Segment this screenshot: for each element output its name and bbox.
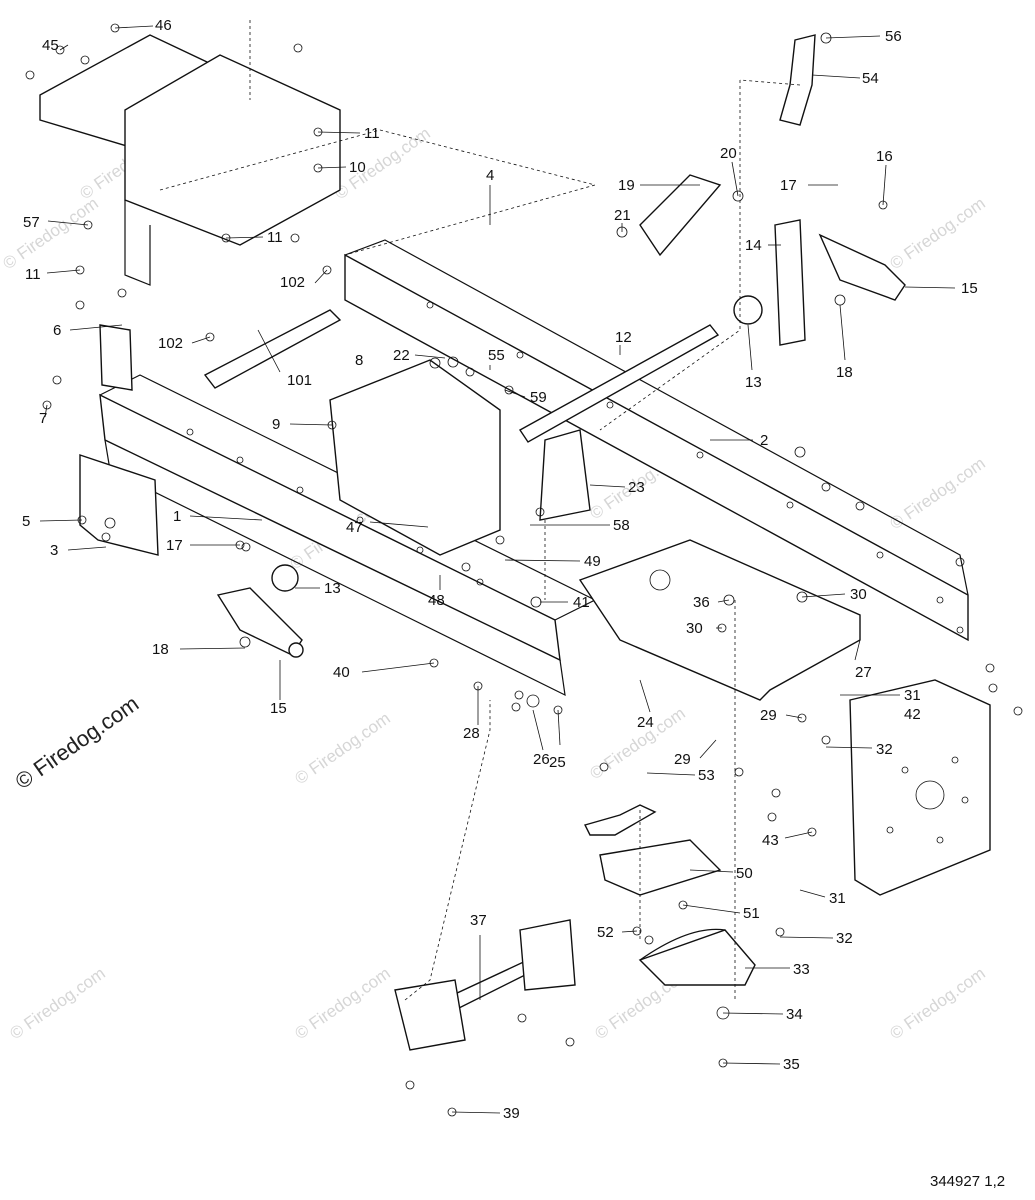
sector-gear (638, 929, 756, 986)
part-label: 41 (573, 594, 590, 611)
part-label: 49 (584, 553, 601, 570)
part-label: 31 (904, 687, 921, 704)
part-label: 27 (855, 664, 872, 681)
part-label: 15 (270, 700, 287, 717)
reference-number: 344927 1,2 (930, 1173, 1005, 1190)
part-label: 9 (272, 416, 280, 433)
part-label: 54 (862, 70, 879, 87)
part-label: 12 (615, 329, 632, 346)
part-label: 4 (486, 167, 494, 184)
rear-bracket (849, 679, 991, 896)
part-label: 47 (346, 519, 363, 536)
leader-lines (39, 20, 956, 1114)
part-label: 3 (50, 542, 58, 559)
part-label: 40 (333, 664, 350, 681)
part-label: 56 (885, 28, 902, 45)
part-label: 48 (428, 592, 445, 609)
part-label: 14 (745, 237, 762, 254)
part-label: 24 (637, 714, 654, 731)
part-label: 17 (166, 537, 183, 554)
part-label: 18 (152, 641, 169, 658)
part-label: 31 (829, 890, 846, 907)
watermark: © Firedog.com (886, 964, 988, 1044)
part-label: 29 (760, 707, 777, 724)
part-label: 23 (628, 479, 645, 496)
part-label: 51 (743, 905, 760, 922)
watermark: © Firedog.com (886, 194, 988, 274)
part-label: 5 (22, 513, 30, 530)
part-label: 11 (25, 266, 41, 283)
part-label: 30 (850, 586, 867, 603)
part-label: 101 (287, 372, 312, 389)
part-label: 43 (762, 832, 779, 849)
part-label: 2 (760, 432, 768, 449)
part-label: 25 (549, 754, 566, 771)
part-label: 29 (674, 751, 691, 768)
part-label: 32 (836, 930, 853, 947)
part-label: 37 (470, 912, 487, 929)
part-label: 28 (463, 725, 480, 742)
part-label: 13 (745, 374, 762, 391)
watermark: © Firedog.com (331, 124, 433, 204)
part-label: 33 (793, 961, 810, 978)
part-label: 50 (736, 865, 753, 882)
watermark: © Firedog.com (291, 964, 393, 1044)
watermark: © Firedog.com (0, 194, 102, 274)
part-label: 26 (533, 751, 550, 768)
part-label: 35 (783, 1056, 800, 1073)
part-label: 102 (158, 335, 183, 352)
part-label: 46 (155, 17, 172, 34)
part-label: 30 (686, 620, 703, 637)
part-label: 6 (53, 322, 61, 339)
part-label: 45 (42, 37, 59, 54)
watermark: © Firedog.com (6, 964, 108, 1044)
part-label: 11 (267, 229, 283, 246)
part-label: 36 (693, 594, 710, 611)
part-label: 11 (364, 125, 380, 142)
watermark: © Firedog.com (886, 454, 988, 534)
part-label: 20 (720, 145, 737, 162)
watermark: © Firedog.com (291, 709, 393, 789)
frame-drawing (25, 23, 1023, 1117)
part-label: 32 (876, 741, 893, 758)
right-frame-rail (344, 253, 969, 642)
part-label: 1 (173, 508, 181, 525)
part-label: 17 (780, 177, 797, 194)
part-label: 8 (355, 352, 363, 369)
part-label: 55 (488, 347, 505, 364)
part-labels: 46 45 56 54 11 10 20 16 4 19 17 57 21 11… (22, 17, 978, 1122)
cross-tube (518, 324, 720, 443)
part-label: 19 (618, 177, 635, 194)
part-label: 57 (23, 214, 40, 231)
part-label: 53 (698, 767, 715, 784)
part-label: 13 (324, 580, 341, 597)
part-label: 10 (349, 159, 366, 176)
deck-plate (578, 539, 861, 701)
part-label: 22 (393, 347, 410, 364)
part-label: 21 (614, 207, 631, 224)
part-label: 7 (39, 410, 47, 427)
part-label: 18 (836, 364, 853, 381)
part-label: 34 (786, 1006, 803, 1023)
bracket-101 (203, 309, 342, 389)
watermark-large: © Firedog.com (11, 691, 144, 794)
part-label: 16 (876, 148, 893, 165)
part-label: 58 (613, 517, 630, 534)
part-label: 15 (961, 280, 978, 297)
part-label: 52 (597, 924, 614, 941)
part-label: 59 (530, 389, 547, 406)
part-label: 102 (280, 274, 305, 291)
part-label: 39 (503, 1105, 520, 1122)
part-label: 42 (904, 706, 921, 723)
